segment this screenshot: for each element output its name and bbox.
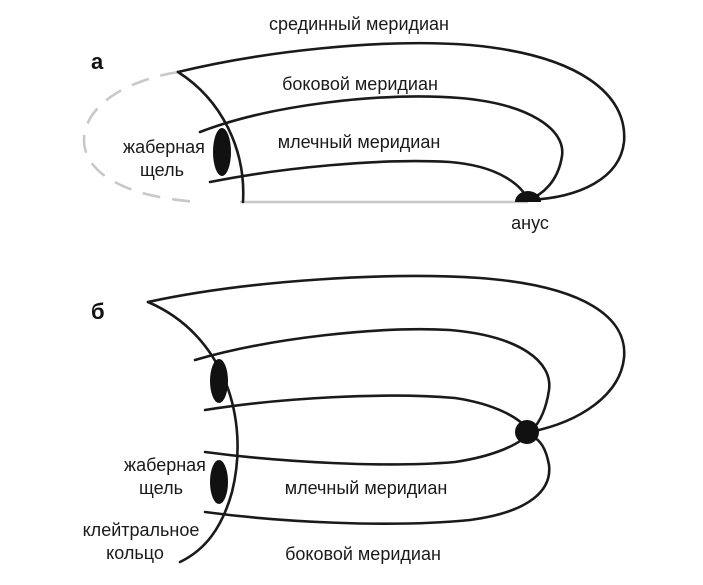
panel-b-upper-lateral-meridian <box>193 327 551 432</box>
panel-a-mammary-meridian <box>208 159 530 202</box>
panel-b-gill-label-line1: жаберная <box>124 455 206 475</box>
panel-a-lateral-meridian <box>198 95 564 202</box>
panel-a-mammary-label: млечный меридиан <box>278 132 441 152</box>
panel-b-upper-mammary-meridian <box>203 394 530 432</box>
panel-a-gill-slit-icon <box>213 128 231 176</box>
panel-b-cleithral-ring <box>146 300 239 564</box>
panel-b-midline-meridian <box>146 274 626 434</box>
panel-b-lower-gill-slit-icon <box>210 460 228 504</box>
panel-a-midline-label: срединный меридиан <box>269 14 449 34</box>
panel-a-anus-label: анус <box>511 213 549 233</box>
panel-b-lateral-label: боковой меридиан <box>285 544 441 564</box>
panel-b-cleithral-label-line2: кольцо <box>106 543 164 563</box>
panel-a: а срединный меридиан боковой меридиан мл… <box>82 14 626 233</box>
panel-b-gill-label-line2: щель <box>139 478 183 498</box>
panel-a-midline-meridian <box>176 41 626 202</box>
panel-b-lower-mammary-meridian <box>203 432 530 466</box>
panel-b-cleithral-label-line1: клейтральное <box>83 520 200 540</box>
panel-a-gill-label-line2: щель <box>140 160 184 180</box>
panel-a-gill-ring <box>176 70 245 204</box>
panel-b: б жаберная щель млечный меридиан клейтра… <box>83 274 626 564</box>
panel-a-letter: а <box>91 49 104 74</box>
panel-b-upper-gill-slit-icon <box>210 359 228 403</box>
panel-a-gill-label-line1: жаберная <box>123 137 205 157</box>
panel-a-lateral-label: боковой меридиан <box>282 74 438 94</box>
panel-b-anus-icon <box>515 420 539 444</box>
panel-a-dashed-outline <box>82 70 201 204</box>
panel-a-anus-icon <box>515 191 541 202</box>
panel-b-mammary-label: млечный меридиан <box>285 478 448 498</box>
panel-b-lower-lateral-meridian <box>203 434 551 525</box>
panel-b-letter: б <box>91 299 105 324</box>
